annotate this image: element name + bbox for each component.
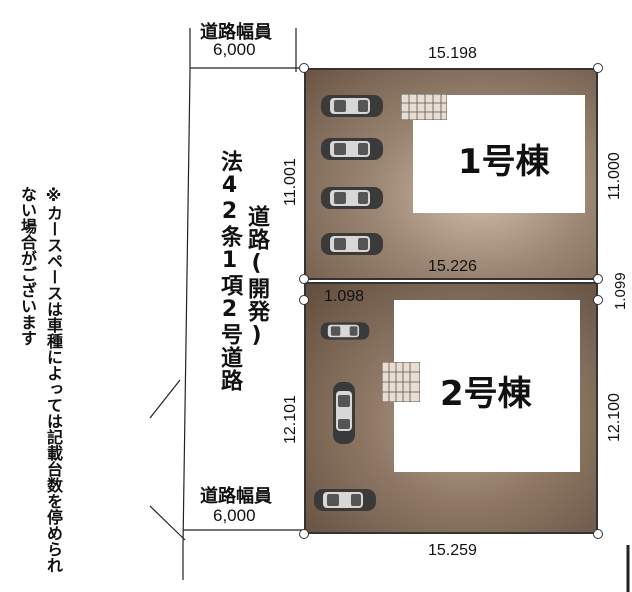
corner-marker: [593, 529, 603, 539]
building-2-label: 2号棟: [440, 374, 532, 414]
car-icon: [321, 138, 383, 160]
corner-marker: [299, 63, 309, 73]
lot-2-corner-left: 1.098: [324, 288, 365, 305]
car-icon: [320, 322, 370, 340]
lot-2-left-depth: 12.101: [282, 395, 299, 444]
lot-1-left-depth: 11.001: [282, 158, 299, 206]
deck-1: [401, 94, 447, 120]
car-icon: [321, 95, 383, 117]
lot-2-corner-right: 1.099: [612, 272, 629, 310]
corner-marker: [299, 274, 309, 284]
lot-2-right-depth: 12.100: [606, 393, 623, 442]
road-width-top-label: 道路幅員: [200, 22, 272, 43]
car-icon: [333, 382, 355, 444]
road-name-col1: 法42条1項2号道路: [217, 150, 242, 392]
car-icon: [321, 187, 383, 209]
lot-1-bottom-width: 15.226: [428, 258, 477, 275]
road-name-col2: 道路(開発): [244, 205, 269, 349]
lot-1-right-depth: 11.000: [606, 152, 623, 200]
corner-marker: [593, 274, 603, 284]
car-icon: [321, 233, 383, 255]
lot-2-bottom-width: 15.259: [428, 542, 477, 559]
corner-marker: [299, 295, 309, 305]
corner-marker: [299, 529, 309, 539]
road-width-top-value: 6,000: [213, 40, 256, 59]
building-2: [394, 300, 580, 472]
building-1-label: 1号棟: [458, 142, 550, 182]
car-icon: [314, 489, 376, 511]
corner-marker: [593, 63, 603, 73]
car-space-note: ※カースペースは車種によっては記載台数を停められない場合がございます: [18, 186, 63, 573]
corner-marker: [593, 295, 603, 305]
lot-1-top-width: 15.198: [428, 45, 477, 62]
road-width-bottom-label: 道路幅員: [200, 486, 272, 507]
deck-2: [382, 362, 420, 402]
road-width-bottom-value: 6,000: [213, 506, 256, 525]
